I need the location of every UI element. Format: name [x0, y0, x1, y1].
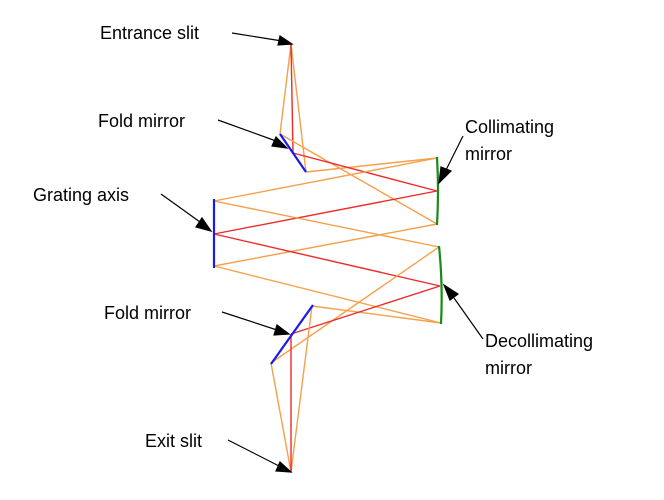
arrow-grating-axis	[160, 193, 201, 223]
beam-center	[290, 43, 294, 154]
beam-edge	[213, 157, 438, 202]
label-fold-mirror-bottom: Fold mirror	[104, 303, 191, 323]
label-collimating-mirror-line1: Collimating	[465, 117, 554, 137]
decollimating-mirror	[437, 245, 443, 325]
beam-edge	[290, 305, 313, 473]
arrow-collimating-mirror	[445, 135, 464, 171]
beam-center	[213, 233, 441, 287]
arrow-fold-mirror-bottom	[221, 311, 278, 331]
arrowhead	[277, 35, 294, 46]
beam-center	[290, 285, 441, 335]
beam-edge	[311, 305, 442, 324]
beam-edge	[279, 43, 292, 135]
arrow-entrance-slit	[231, 32, 283, 42]
label-decollimating-mirror-line2: mirror	[485, 358, 532, 378]
beam-edge	[279, 133, 438, 225]
beam-edge	[305, 157, 438, 173]
label-collimating-mirror-line2: mirror	[465, 144, 512, 164]
label-fold-mirror-top: Fold mirror	[98, 111, 185, 131]
arrowhead	[271, 135, 289, 149]
label-exit-slit: Exit slit	[145, 431, 202, 451]
labels: Entrance slit Fold mirror Collimating mi…	[33, 23, 593, 451]
arrowhead	[275, 460, 293, 473]
beam-edge	[270, 362, 292, 473]
arrow-exit-slit	[227, 439, 282, 468]
arrowhead	[273, 324, 291, 336]
label-entrance-slit: Entrance slit	[100, 23, 199, 43]
fold-mirror-top	[279, 133, 307, 173]
beam-edge	[213, 223, 438, 267]
fold-mirror-bottom	[270, 304, 314, 365]
optical-elements	[212, 133, 443, 365]
arrow-decollimating-mirror	[453, 297, 484, 340]
beam-edge	[270, 246, 440, 364]
beam-paths	[213, 43, 442, 473]
beam-center	[213, 190, 438, 235]
annotation-arrows	[160, 32, 484, 473]
beam-edge	[213, 265, 442, 324]
label-grating-axis: Grating axis	[33, 185, 129, 205]
arrowhead	[442, 283, 460, 301]
arrow-fold-mirror-top	[217, 119, 277, 142]
label-decollimating-mirror-line1: Decollimating	[485, 331, 593, 351]
beam-edge	[290, 43, 307, 173]
arrowhead	[195, 216, 213, 233]
arrowhead	[438, 166, 453, 185]
collimating-mirror	[435, 156, 440, 226]
beam-edge	[213, 200, 440, 248]
